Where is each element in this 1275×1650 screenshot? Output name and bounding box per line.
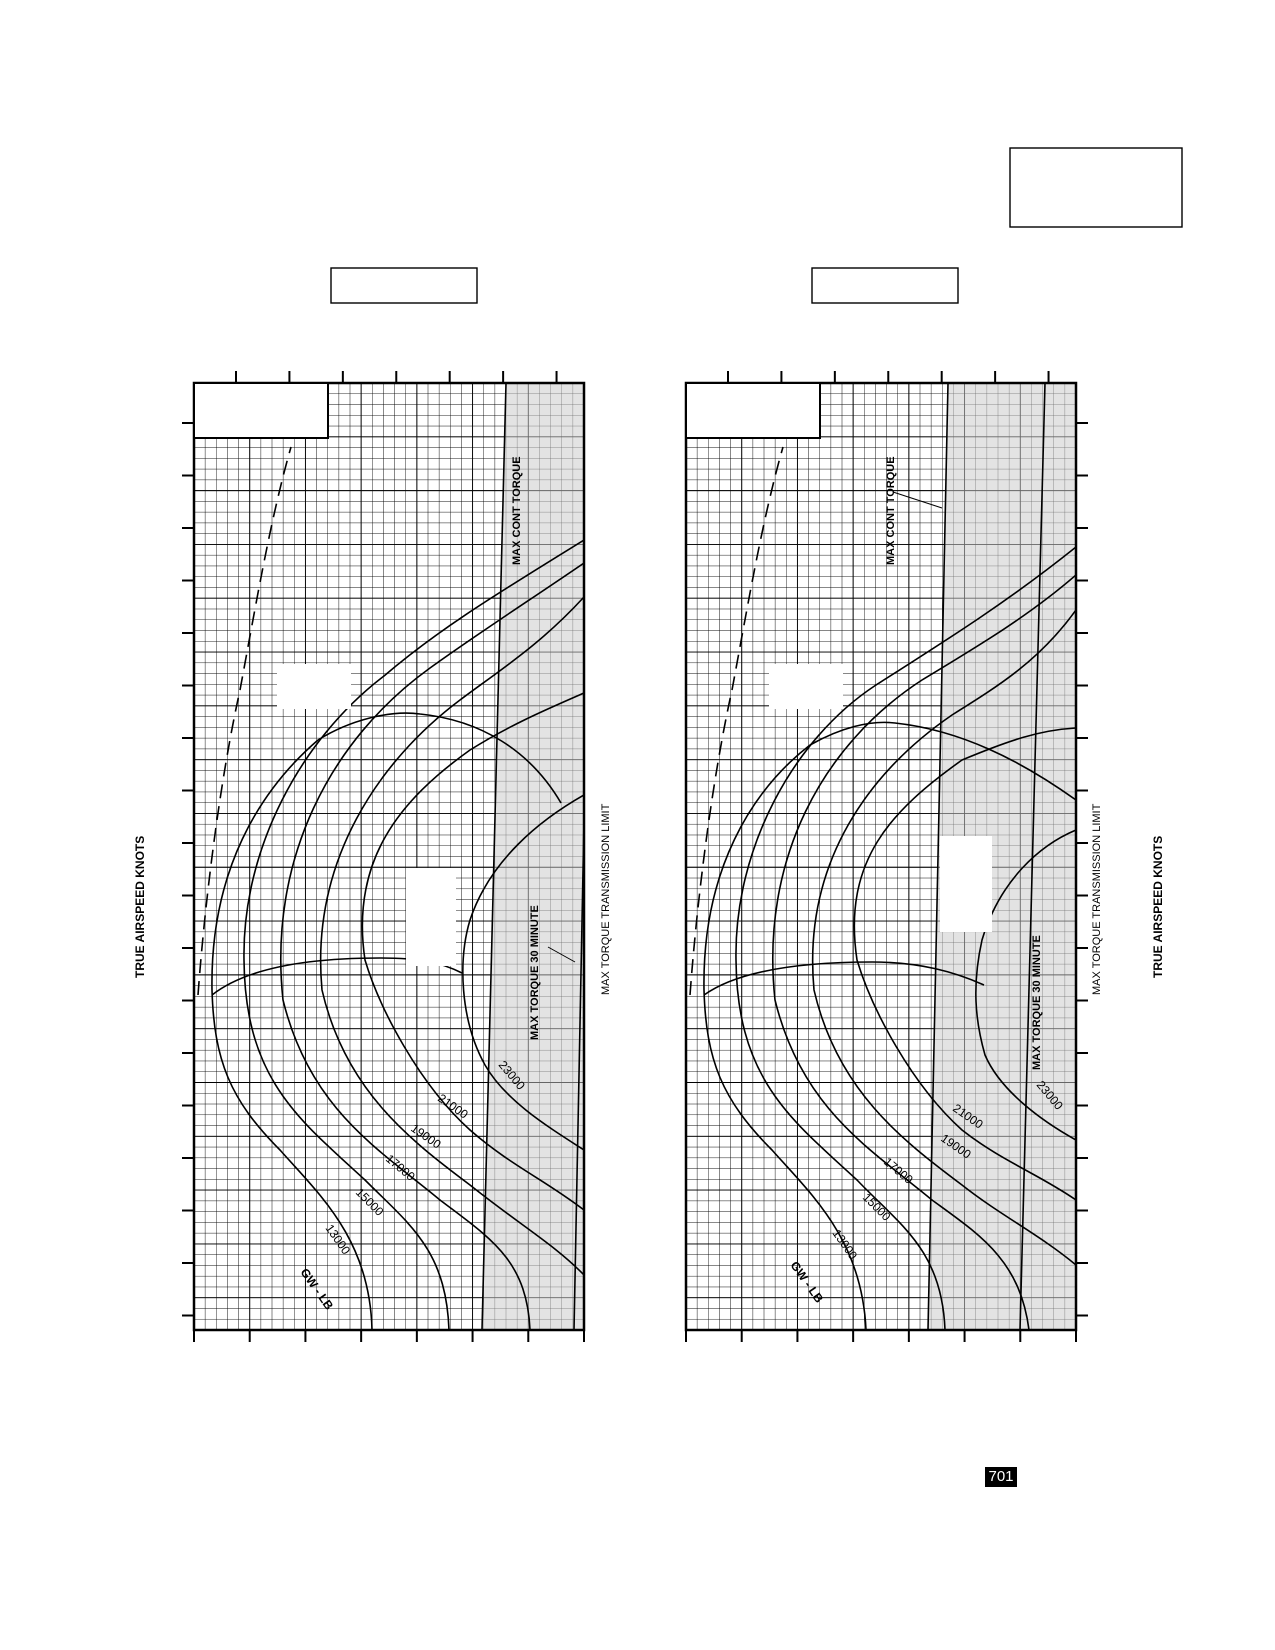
transmission-limit-label-left: MAX TORQUE TRANSMISSION LIMIT — [600, 803, 612, 995]
series-line-17000-right — [771, 574, 1076, 1330]
blank-patch-left-2 — [406, 868, 456, 966]
series-line-17000-left — [279, 562, 584, 1330]
series-label-21000-left: 21000 — [435, 1091, 471, 1122]
max-cont-torque-label-left: MAX CONT TORQUE — [511, 456, 523, 565]
y-axis-title-right: TRUE AIRSPEED KNOTS — [1151, 836, 1165, 978]
dashed-curve-left — [197, 446, 292, 996]
efficiency-curve-right — [809, 721, 1076, 801]
series-line-19000-right — [811, 609, 1076, 1266]
panel-title-box-left — [330, 267, 478, 304]
chart-panel-right: GW - LB 13000 15000 17000 19000 21000 23… — [684, 371, 1165, 1342]
grid-overlay-left — [194, 383, 584, 1330]
series-line-21000-right — [853, 727, 1076, 1201]
tick-marks-left — [182, 371, 585, 1342]
max-range-curve-right — [703, 961, 985, 996]
corner-box-left — [193, 382, 329, 439]
frame-left — [192, 381, 586, 1332]
gw-label-right: GW - LB — [788, 1259, 827, 1306]
transmission-limit-line-left — [573, 819, 584, 1330]
series-label-17000-left: 17000 — [383, 1152, 418, 1184]
max-torque-30-label-right: MAX TORQUE 30 MINUTE — [1031, 935, 1043, 1070]
series-label-13000-left: 13000 — [323, 1222, 354, 1258]
chart-panel-left: GW - LB 13000 15000 17000 19000 21000 23… — [133, 371, 612, 1342]
frame-right — [684, 381, 1078, 1332]
transmission-limit-line-right — [1019, 383, 1046, 1330]
arrow-30min-left — [547, 946, 576, 963]
header-box-right — [1009, 147, 1183, 228]
arrow-max-cont-right — [892, 491, 943, 509]
series-line-13000-left — [211, 739, 373, 1330]
y-axis-title-left: TRUE AIRSPEED KNOTS — [133, 836, 147, 978]
efficiency-curve-left — [317, 712, 562, 804]
series-line-23000-right — [975, 829, 1076, 1141]
series-label-13000-right: 13000 — [830, 1227, 861, 1263]
page-number: 701 — [985, 1467, 1017, 1487]
blank-patch-right-2 — [940, 836, 992, 932]
gw-label-left: GW - LB — [298, 1266, 337, 1313]
transmission-limit-label-right: MAX TORQUE TRANSMISSION LIMIT — [1091, 803, 1103, 995]
blank-patch-left-1 — [277, 664, 351, 709]
series-line-19000-left — [319, 596, 584, 1276]
tick-marks-right — [685, 371, 1088, 1342]
series-line-15000-right — [735, 546, 1076, 1330]
max-torque-30-label-left: MAX TORQUE 30 MINUTE — [529, 905, 541, 1040]
max-cont-torque-line-left — [481, 383, 507, 1330]
corner-box-right — [685, 382, 821, 439]
dashed-curve-right — [689, 446, 784, 996]
panel-title-box-right — [811, 267, 959, 304]
series-line-13000-right — [703, 744, 867, 1330]
grid-overlay-right — [686, 383, 1076, 1330]
max-cont-torque-line-right — [927, 383, 949, 1330]
series-line-15000-left — [243, 539, 584, 1330]
series-line-23000-left — [462, 794, 584, 1151]
max-cont-torque-label-right: MAX CONT TORQUE — [885, 456, 897, 565]
series-label-15000-right: 15000 — [860, 1190, 894, 1224]
blank-patch-right-1 — [769, 664, 843, 709]
